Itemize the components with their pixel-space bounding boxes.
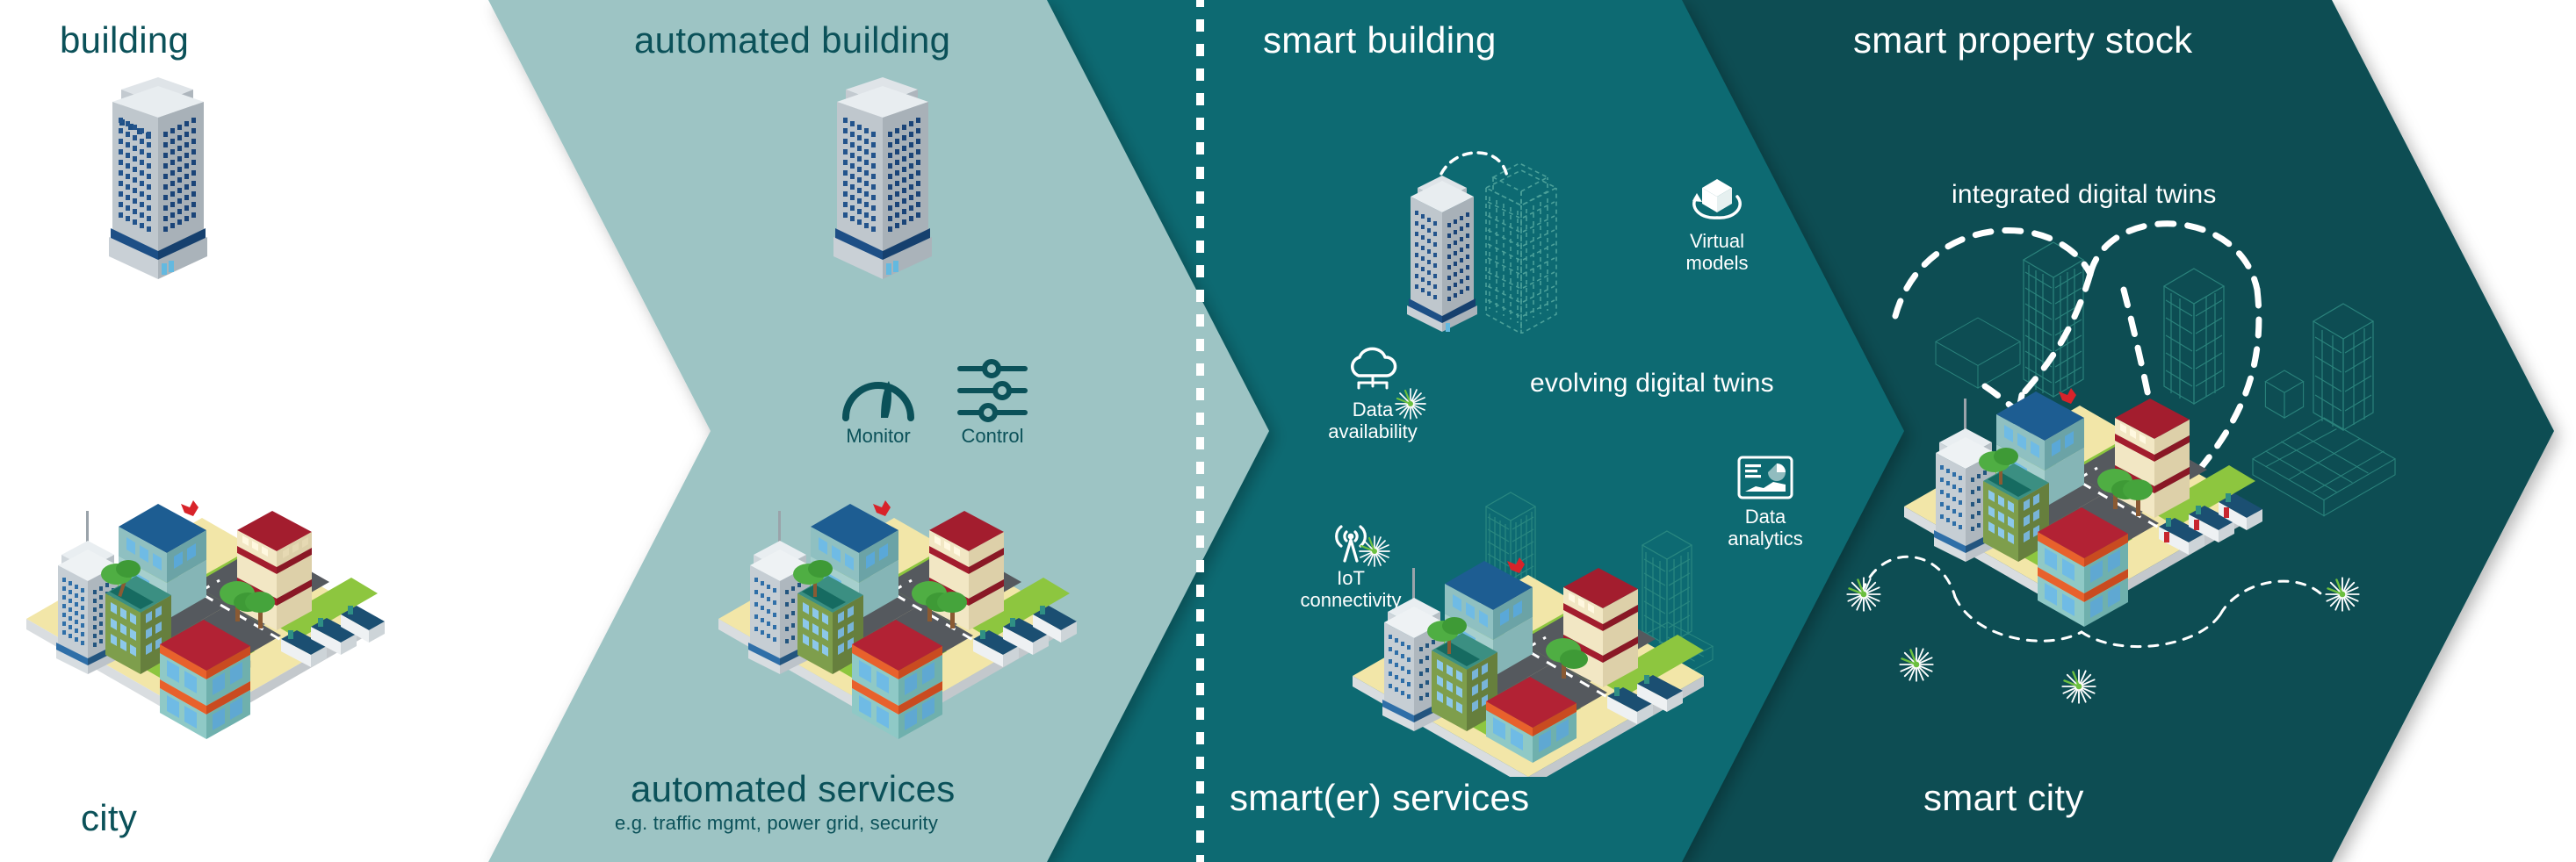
city-illustration-smart-services: [1353, 492, 1714, 777]
monitor-feature: Monitor: [817, 369, 940, 447]
data-availability-feature: Data availability: [1298, 344, 1447, 442]
sensor-burst-icon-6: [2325, 577, 2360, 612]
cube-rotate-icon: [1692, 179, 1742, 219]
data-availability-label-line2: availability: [1328, 420, 1418, 442]
stage-divider-dashed-line: [1196, 0, 1204, 862]
sensor-burst-icon-4: [1899, 647, 1934, 682]
gauge-icon: [842, 381, 914, 421]
footer-label-smarter-services: smart(er) services: [1230, 777, 1530, 818]
footer-subtext-automated-services: e.g. traffic mgmt, power grid, security: [615, 812, 939, 834]
data-analytics-label-line1: Data: [1744, 506, 1786, 528]
integrated-digital-twins-note: integrated digital twins: [1952, 180, 2217, 209]
iot-connectivity-label-line2: connectivity: [1300, 589, 1402, 611]
evolving-digital-twins-note: evolving digital twins: [1530, 369, 1774, 398]
iot-connectivity-feature: IoT connectivity: [1272, 520, 1430, 611]
sensor-burst-icon-2: [1359, 535, 1390, 567]
page-title-building: building: [60, 19, 190, 61]
sensor-burst-icon-3: [1846, 577, 1881, 612]
footer-label-city: city: [81, 797, 138, 838]
footer-label-automated-services: automated services: [631, 768, 956, 809]
analytics-dashboard-icon: [1737, 456, 1793, 499]
data-analytics-feature: Data analytics: [1691, 455, 1840, 550]
sensor-burst-icon-1: [1395, 388, 1426, 420]
city-illustration-plain: [26, 500, 385, 739]
virtual-models-label-line1: Virtual: [1690, 230, 1744, 252]
smart-city-twins-illustration: [1860, 220, 2397, 648]
city-illustration-automated: [718, 500, 1077, 739]
page-title-smart-property-stock: smart property stock: [1853, 19, 2193, 61]
cloud-network-icon: [1351, 347, 1397, 390]
tower-illustration-plain: [109, 77, 207, 279]
data-analytics-label-line2: analytics: [1728, 528, 1803, 550]
virtual-models-label-line2: models: [1685, 252, 1749, 274]
virtual-models-feature: Virtual models: [1651, 174, 1783, 274]
page-title-smart-building: smart building: [1263, 19, 1497, 61]
data-availability-label-line1: Data: [1352, 399, 1394, 420]
footer-label-smart-city: smart city: [1923, 777, 2084, 818]
sensor-burst-icon-5: [2061, 669, 2096, 704]
antenna-signal-icon: [1335, 525, 1367, 563]
monitor-label: Monitor: [846, 425, 911, 447]
control-feature: Control: [931, 358, 1054, 447]
sliders-icon: [957, 359, 1028, 422]
smart-building-with-twin-illustration: [1407, 151, 1558, 334]
control-label: Control: [961, 425, 1024, 447]
iot-connectivity-label-line1: IoT: [1337, 567, 1365, 589]
tower-illustration-automated: [833, 77, 932, 279]
page-title-automated-building: automated building: [634, 19, 951, 61]
